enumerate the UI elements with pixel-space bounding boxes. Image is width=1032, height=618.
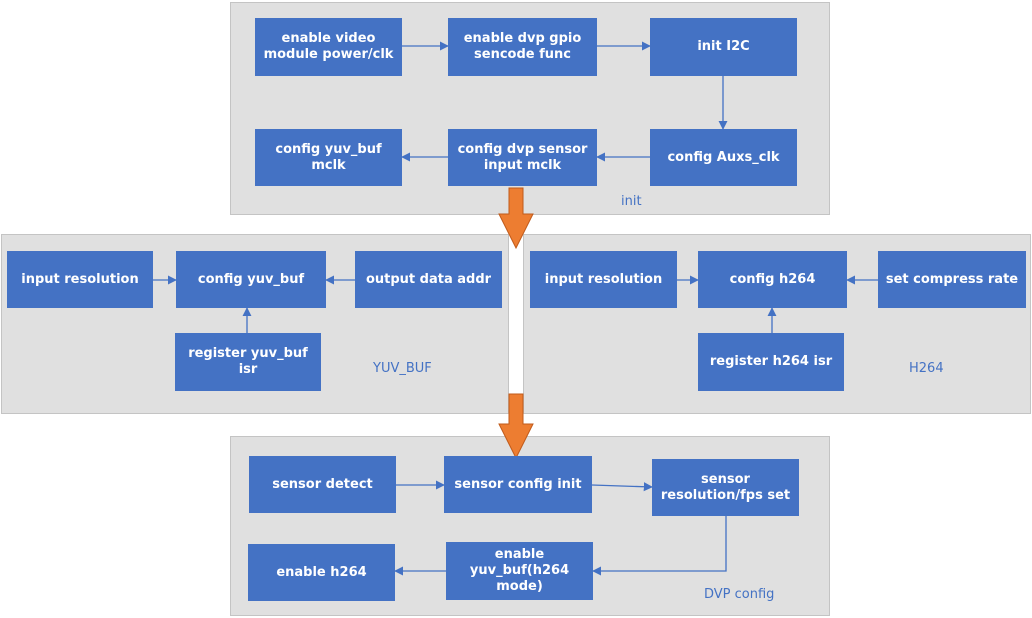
register-yuv-buf-isr-box: register yuv_buf isr <box>175 333 321 391</box>
set-compress-rate-box: set compress rate <box>878 251 1026 308</box>
sensor-config-init-box: sensor config init <box>444 456 592 513</box>
dvp-config-group-label: DVP config <box>704 587 775 602</box>
yuv-buf-group-label: YUV_BUF <box>373 361 432 376</box>
enable-dvp-gpio-box: enable dvp gpio sencode func <box>448 18 597 76</box>
config-h264-box: config h264 <box>698 251 847 308</box>
config-dvp-sensor-box: config dvp sensor input mclk <box>448 129 597 186</box>
config-auxs-clk-box: config Auxs_clk <box>650 129 797 186</box>
h264-group-label: H264 <box>909 361 944 376</box>
yuv-input-resolution-box: input resolution <box>7 251 153 308</box>
h264-input-resolution-box: input resolution <box>530 251 677 308</box>
output-data-addr-box: output data addr <box>355 251 502 308</box>
flow-band <box>509 234 523 414</box>
sensor-detect-box: sensor detect <box>249 456 396 513</box>
register-h264-isr-box: register h264 isr <box>698 333 844 391</box>
sensor-resolution-fps-box: sensor resolution/fps set <box>652 459 799 516</box>
config-yuv-buf-box: config yuv_buf <box>176 251 326 308</box>
enable-video-module-box: enable video module power/clk <box>255 18 402 76</box>
config-yuv-buf-mclk-box: config yuv_buf mclk <box>255 129 402 186</box>
init-i2c-box: init I2C <box>650 18 797 76</box>
enable-yuv-buf-h264-box: enable yuv_buf(h264 mode) <box>446 542 593 600</box>
init-group-label: init <box>621 194 642 209</box>
enable-h264-box: enable h264 <box>248 544 395 601</box>
